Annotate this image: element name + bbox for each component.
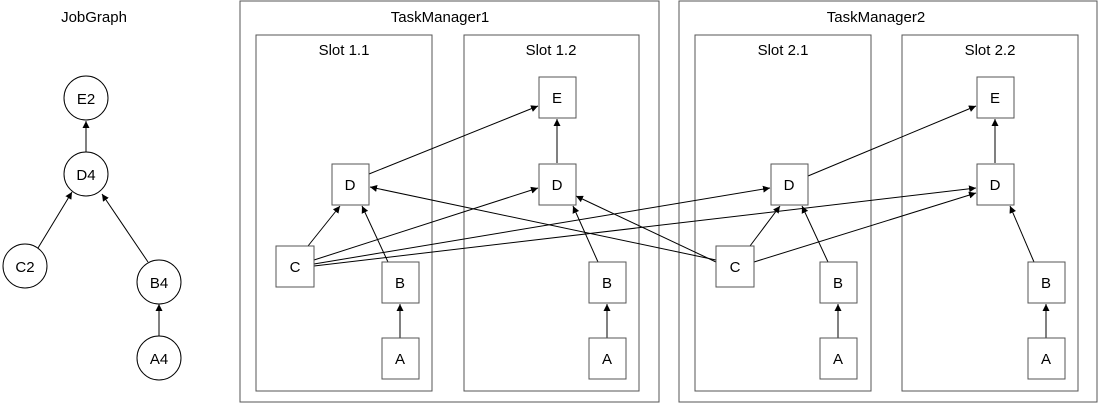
- task-label-s12-e: E: [552, 90, 562, 107]
- job-node-c2[interactable]: [2, 243, 48, 289]
- slot-1-2-title: Slot 1.2: [526, 42, 577, 59]
- task-box-s21-a[interactable]: [819, 337, 858, 380]
- task-label-s21-d: D: [784, 177, 795, 194]
- slot-1-1-title: Slot 1.1: [319, 42, 370, 59]
- task-label-s11-c: C: [290, 259, 301, 276]
- task-label-s22-e: E: [990, 90, 1000, 107]
- task-label-s21-c: C: [730, 259, 741, 276]
- task-box-s22-b[interactable]: [1027, 261, 1066, 304]
- job-node-c2-label: C2: [15, 259, 34, 276]
- slot-2-2-title: Slot 2.2: [965, 42, 1016, 59]
- task-label-s21-b: B: [833, 275, 843, 292]
- edge-s11-c-d: [307, 205, 341, 247]
- slot-1-2-tasks: E D B A: [538, 76, 627, 380]
- task-label-s22-a: A: [1041, 351, 1051, 368]
- slot-1-1-frame: [255, 34, 433, 392]
- taskmanager-1-title: TaskManager1: [391, 9, 489, 26]
- edge-c11-d12: [313, 186, 539, 261]
- job-node-a4-label: A4: [150, 351, 168, 368]
- edge-c21-d22: [753, 191, 977, 263]
- edge-c11-d22: [313, 185, 977, 267]
- task-edges: [307, 105, 1050, 338]
- job-node-e2[interactable]: [63, 75, 109, 121]
- task-label-s21-a: A: [833, 351, 843, 368]
- task-box-s11-b[interactable]: [381, 261, 420, 304]
- edge-s21-d-e22: [807, 105, 977, 177]
- edge-c11-d21: [313, 185, 771, 265]
- slot-2-1-title: Slot 2.1: [758, 42, 809, 59]
- task-label-s12-d: D: [552, 177, 563, 194]
- slot-2-1-frame: [694, 34, 872, 392]
- task-label-s11-d: D: [345, 177, 356, 194]
- task-box-s11-c[interactable]: [275, 245, 315, 288]
- edge-s21-b-d: [801, 205, 829, 263]
- task-box-s12-e[interactable]: [538, 76, 577, 119]
- job-node-b4[interactable]: [136, 259, 182, 305]
- edge-c2-d4: [37, 191, 73, 249]
- task-box-s12-a[interactable]: [588, 337, 627, 380]
- job-node-b4-label: B4: [150, 275, 168, 292]
- edge-b4-d4: [101, 193, 149, 263]
- task-label-s12-b: B: [602, 275, 612, 292]
- slot-2-2-tasks: E D B A: [976, 76, 1066, 380]
- task-label-s11-a: A: [395, 351, 405, 368]
- taskmanager-2: TaskManager2 Slot 2.1 Slot 2.2: [678, 0, 1098, 403]
- job-node-e2-label: E2: [77, 91, 95, 108]
- task-label-s11-b: B: [395, 275, 405, 292]
- task-box-s12-d[interactable]: [538, 163, 577, 206]
- jobgraph: JobGraph E2 D4 C2 B4 A4: [2, 9, 182, 381]
- task-box-s21-d[interactable]: [770, 163, 809, 206]
- task-box-s11-a[interactable]: [381, 337, 420, 380]
- task-label-s12-a: A: [602, 351, 612, 368]
- task-box-s22-e[interactable]: [976, 76, 1015, 119]
- task-box-s11-d[interactable]: [331, 163, 370, 206]
- slot-1-1-tasks: D C B A: [275, 163, 420, 380]
- edge-s22-b-d: [1009, 205, 1035, 263]
- edge-c21-d12: [575, 195, 717, 263]
- edge-c21-d21: [749, 205, 781, 247]
- task-box-s22-d[interactable]: [976, 163, 1015, 206]
- task-box-s12-b[interactable]: [588, 261, 627, 304]
- jobgraph-title: JobGraph: [61, 9, 127, 26]
- job-node-d4[interactable]: [63, 151, 109, 197]
- job-node-d4-label: D4: [76, 167, 95, 184]
- job-node-a4[interactable]: [136, 335, 182, 381]
- task-label-s22-b: B: [1041, 275, 1051, 292]
- task-box-s21-c[interactable]: [715, 245, 755, 288]
- taskmanager-2-title: TaskManager2: [827, 9, 925, 26]
- slot-2-1-tasks: D C B A: [715, 163, 858, 380]
- task-box-s22-a[interactable]: [1027, 337, 1066, 380]
- task-box-s21-b[interactable]: [819, 261, 858, 304]
- edge-c21-d11: [369, 185, 717, 261]
- task-label-s22-d: D: [990, 177, 1001, 194]
- edge-s11-d-e12: [368, 105, 539, 175]
